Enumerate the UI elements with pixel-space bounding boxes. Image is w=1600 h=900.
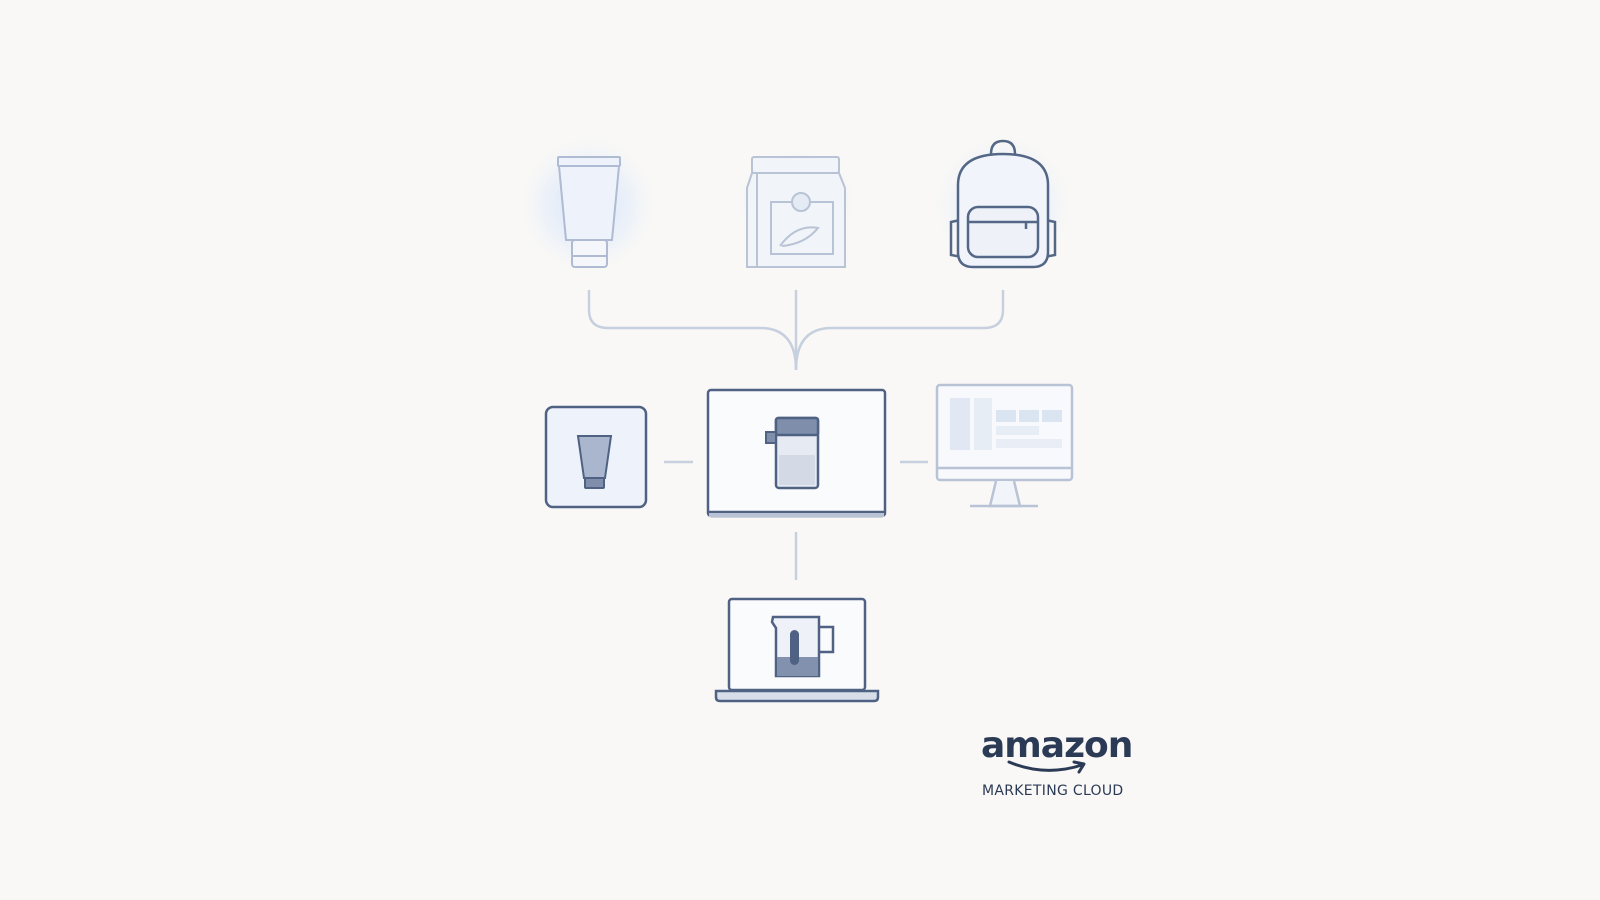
laptop-pitcher-icon <box>714 597 880 703</box>
coffee-bag-icon <box>746 156 846 268</box>
amazon-arrow-icon <box>1072 760 1086 774</box>
amazon-logo: amazon <box>981 725 1133 774</box>
laptop-jar-icon <box>706 388 887 518</box>
amazon-smile-icon <box>1007 760 1084 772</box>
tablet-tube-icon <box>544 405 648 509</box>
lotion-tube-icon <box>557 156 621 268</box>
device-connectors <box>664 460 928 580</box>
amazon-logo-text: amazon <box>981 725 1132 766</box>
product-connectors <box>587 290 1005 371</box>
backpack-icon <box>949 139 1057 269</box>
desktop-monitor-icon <box>935 383 1074 508</box>
brand-subtitle: MARKETING CLOUD <box>982 783 1124 799</box>
